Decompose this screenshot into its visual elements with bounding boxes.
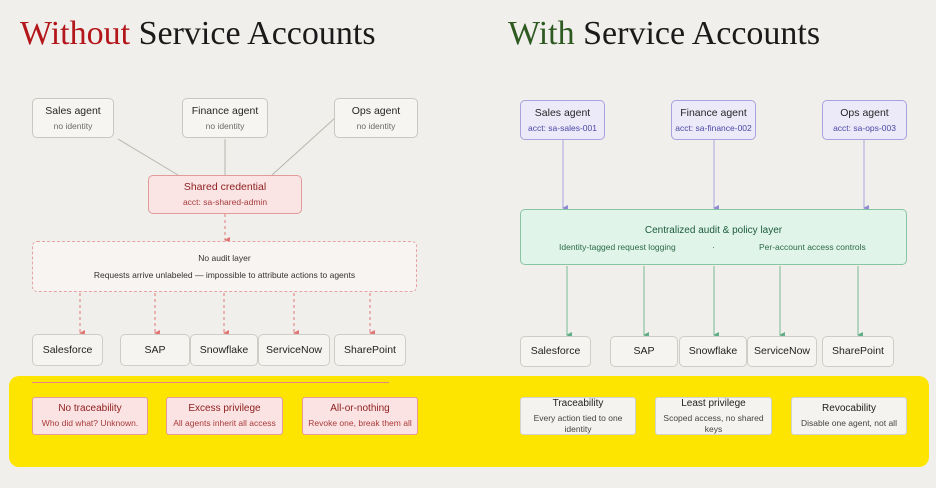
card-description: Scoped access, no shared keys [663, 412, 764, 434]
system-name: Snowflake [199, 343, 249, 356]
left-agent-sales: Sales agent no identity [32, 98, 114, 138]
system-name: Salesforce [530, 345, 581, 357]
left-title: Without Service Accounts [20, 12, 376, 56]
system-name: Salesforce [42, 343, 93, 356]
system-name: SharePoint [832, 345, 884, 357]
shared-credential-title: Shared credential [183, 181, 267, 193]
card-title: Revocability [822, 403, 876, 414]
agent-account: acct: sa-finance-002 [675, 122, 752, 133]
left-title-keyword: Without [20, 15, 131, 52]
right-agent-ops: Ops agent acct: sa-ops-003 [822, 100, 907, 140]
agent-identity: no identity [356, 120, 396, 131]
right-system-servicenow: ServiceNow [747, 336, 817, 367]
no-audit-layer-title: No audit layer [198, 253, 251, 263]
policy-layer-title: Centralized audit & policy layer [644, 225, 783, 236]
agent-name: Ops agent [351, 104, 401, 117]
right-system-salesforce: Salesforce [520, 336, 591, 367]
system-name: ServiceNow [265, 343, 323, 356]
agent-name: Sales agent [534, 106, 591, 119]
card-description: Revoke one, break them all [308, 418, 412, 428]
right-system-sharepoint: SharePoint [822, 336, 894, 367]
left-system-snowflake: Snowflake [190, 334, 258, 366]
agent-name: Sales agent [45, 104, 101, 117]
left-system-sap: SAP [120, 334, 190, 366]
left-title-rest: Service Accounts [130, 15, 376, 52]
agent-name: Finance agent [680, 106, 747, 119]
left-system-servicenow: ServiceNow [258, 334, 330, 366]
card-title: Excess privilege [188, 403, 261, 414]
right-title-keyword: With [508, 15, 575, 52]
agent-identity: no identity [205, 120, 245, 131]
card-title: Traceability [552, 397, 604, 409]
right-agent-finance: Finance agent acct: sa-finance-002 [671, 100, 756, 140]
agent-name: Ops agent [840, 106, 889, 119]
agent-account: acct: sa-sales-001 [528, 122, 597, 133]
card-traceability: Traceability Every action tied to one id… [520, 397, 636, 435]
card-least-privilege: Least privilege Scoped access, no shared… [655, 397, 772, 435]
system-name: Snowflake [688, 345, 738, 357]
right-title-rest: Service Accounts [574, 15, 821, 52]
agent-name: Finance agent [191, 104, 259, 117]
card-no-traceability: No traceability Who did what? Unknown. [32, 397, 148, 435]
left-agent-ops: Ops agent no identity [334, 98, 418, 138]
card-description: All agents inherit all access [173, 418, 276, 428]
right-agent-sales: Sales agent acct: sa-sales-001 [520, 100, 605, 140]
left-system-salesforce: Salesforce [32, 334, 103, 366]
policy-feature-access-controls: Per-account access controls [759, 242, 866, 252]
card-revocability: Revocability Disable one agent, not all [791, 397, 907, 435]
card-title: Least privilege [681, 397, 746, 409]
no-audit-layer-description: Requests arrive unlabeled — impossible t… [93, 270, 356, 280]
left-divider-line [32, 382, 389, 383]
agent-account: acct: sa-ops-003 [833, 122, 896, 133]
system-name: SAP [144, 343, 166, 356]
centralized-audit-policy-layer: Centralized audit & policy layer Identit… [520, 209, 907, 265]
system-name: SAP [633, 345, 655, 357]
card-description: Every action tied to one identity [533, 412, 623, 434]
policy-feature-separator: · [712, 242, 715, 252]
shared-credential-account: acct: sa-shared-admin [182, 197, 268, 207]
left-agent-finance: Finance agent no identity [182, 98, 268, 138]
right-title: With Service Accounts [508, 12, 820, 56]
card-title: All-or-nothing [330, 403, 390, 414]
right-system-sap: SAP [610, 336, 678, 367]
card-all-or-nothing: All-or-nothing Revoke one, break them al… [302, 397, 418, 435]
card-description: Disable one agent, not all [801, 418, 897, 428]
card-description: Who did what? Unknown. [41, 418, 139, 428]
card-title: No traceability [58, 403, 122, 414]
right-system-snowflake: Snowflake [679, 336, 747, 367]
no-audit-layer-box: No audit layer Requests arrive unlabeled… [32, 241, 417, 292]
policy-feature-logging: Identity-tagged request logging [559, 242, 676, 252]
card-excess-privilege: Excess privilege All agents inherit all … [166, 397, 283, 435]
system-name: ServiceNow [753, 345, 811, 357]
agent-identity: no identity [53, 120, 93, 131]
left-system-sharepoint: SharePoint [334, 334, 406, 366]
shared-credential-box: Shared credential acct: sa-shared-admin [148, 175, 302, 214]
highlight-band [9, 376, 929, 467]
system-name: SharePoint [344, 343, 396, 356]
